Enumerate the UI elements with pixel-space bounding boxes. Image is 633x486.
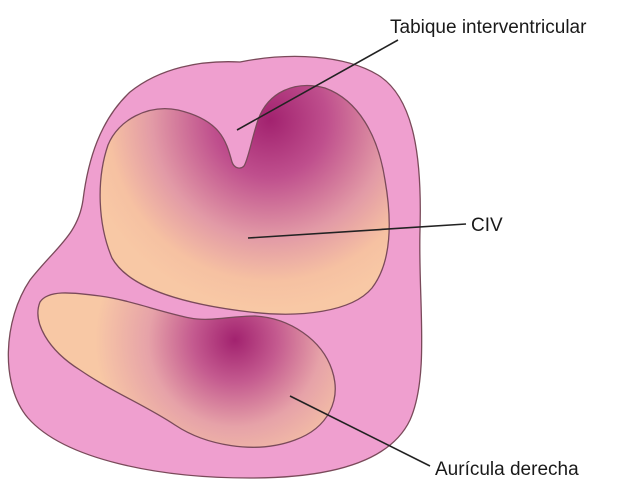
right-atrium-label: Aurícula derecha [435,459,579,480]
vsd-label: CIV [471,215,503,236]
septum-label: Tabique interventricular [390,17,587,38]
